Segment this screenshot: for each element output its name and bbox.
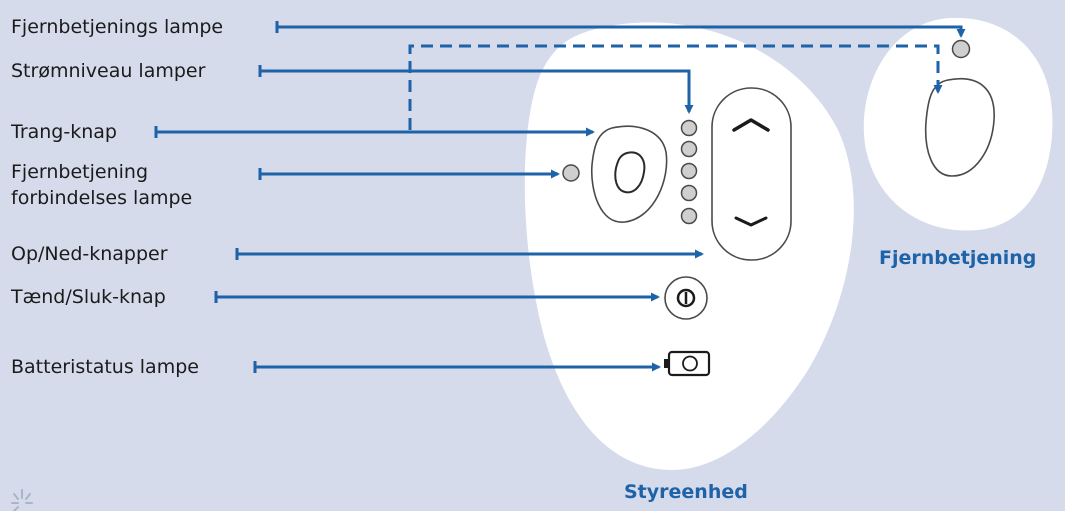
sparkle-icon: [11, 489, 33, 511]
up-down-buttons[interactable]: [711, 87, 792, 261]
remote-button[interactable]: [924, 78, 995, 177]
power-level-lamp: [680, 207, 698, 225]
label-remote-lamp: Fjernbetjenings lampe: [11, 16, 224, 38]
label-remote-connection-line2: forbindelses lampe: [11, 187, 193, 209]
power-level-lamp: [680, 140, 698, 158]
label-power-level-lamps: Strømniveau lamper: [11, 60, 206, 82]
on-off-button[interactable]: [664, 276, 708, 320]
label-urge-button: Trang-knap: [11, 121, 117, 143]
remote-connection-lamp: [562, 164, 580, 182]
battery-icon: [664, 350, 711, 377]
label-battery-status-lamp: Batteristatus lampe: [11, 356, 199, 378]
connector-lines: [154, 21, 966, 373]
urge-button[interactable]: [590, 125, 668, 223]
power-level-lamp: [680, 119, 698, 137]
up-chevron-icon[interactable]: [732, 118, 770, 132]
label-remote-connection-line1: Fjernbetjening: [11, 161, 149, 183]
down-chevron-icon[interactable]: [734, 216, 768, 227]
label-up-down-buttons: Op/Ned-knapper: [11, 243, 168, 265]
power-level-lamp: [680, 162, 698, 180]
caption-control-unit: Styreenhed: [624, 481, 748, 503]
power-icon: [676, 288, 696, 308]
label-on-off-button: Tænd/Sluk-knap: [11, 286, 166, 308]
power-level-lamp: [680, 184, 698, 202]
remote-lamp: [951, 39, 971, 59]
power-level-lamps: [680, 119, 698, 225]
caption-remote: Fjernbetjening: [879, 247, 1037, 269]
